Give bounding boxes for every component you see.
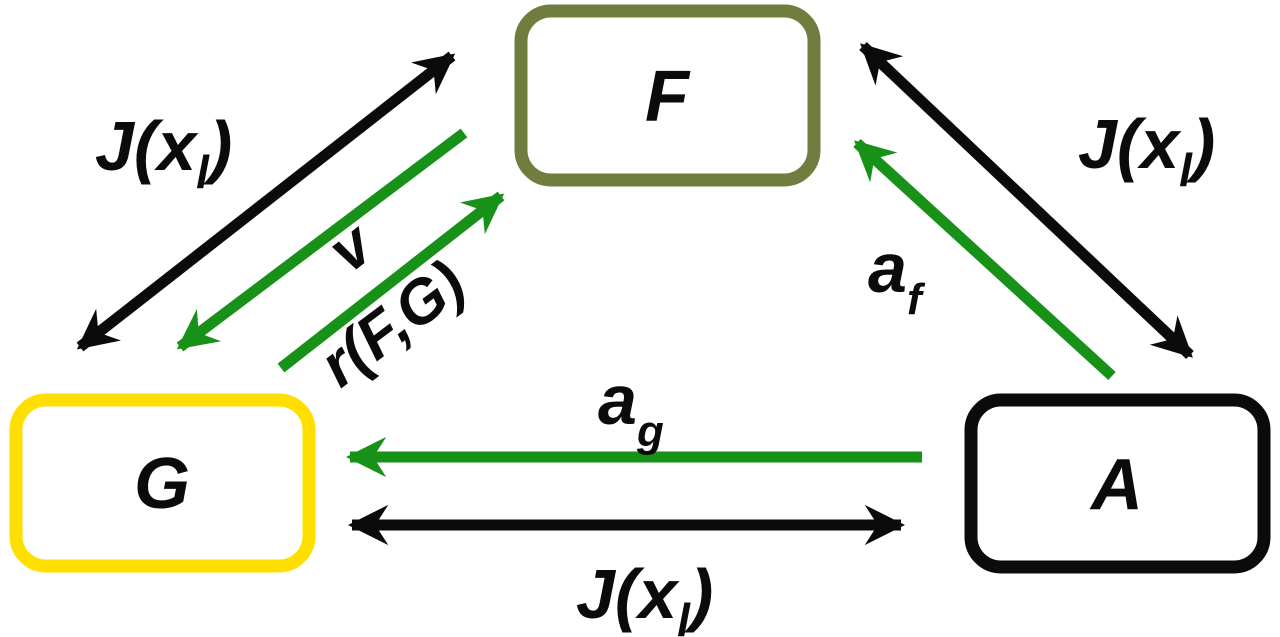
edge-a-f-af-arrow xyxy=(853,138,1116,381)
node-g-label: G xyxy=(134,444,190,524)
edge-label-jx-bottom: J(xl) xyxy=(576,555,713,637)
edge-g-f-rfg-arrow xyxy=(277,191,505,373)
edge-a-f-double-arrow xyxy=(859,42,1194,359)
node-g-box xyxy=(9,393,316,573)
edge-label-af: af xyxy=(868,229,926,324)
edge-label-ag: ag xyxy=(598,361,664,456)
node-f-label: F xyxy=(645,57,691,137)
edge-f-g-v-arrow xyxy=(176,128,468,352)
edge-label-jx-left: J(xl) xyxy=(95,107,232,198)
node-f-box xyxy=(514,4,821,187)
edge-label-jx-right: J(xl) xyxy=(1078,105,1215,196)
edge-g-f-double-arrow xyxy=(76,51,456,352)
node-a-label: A xyxy=(1089,445,1143,525)
node-a-box xyxy=(964,393,1271,574)
